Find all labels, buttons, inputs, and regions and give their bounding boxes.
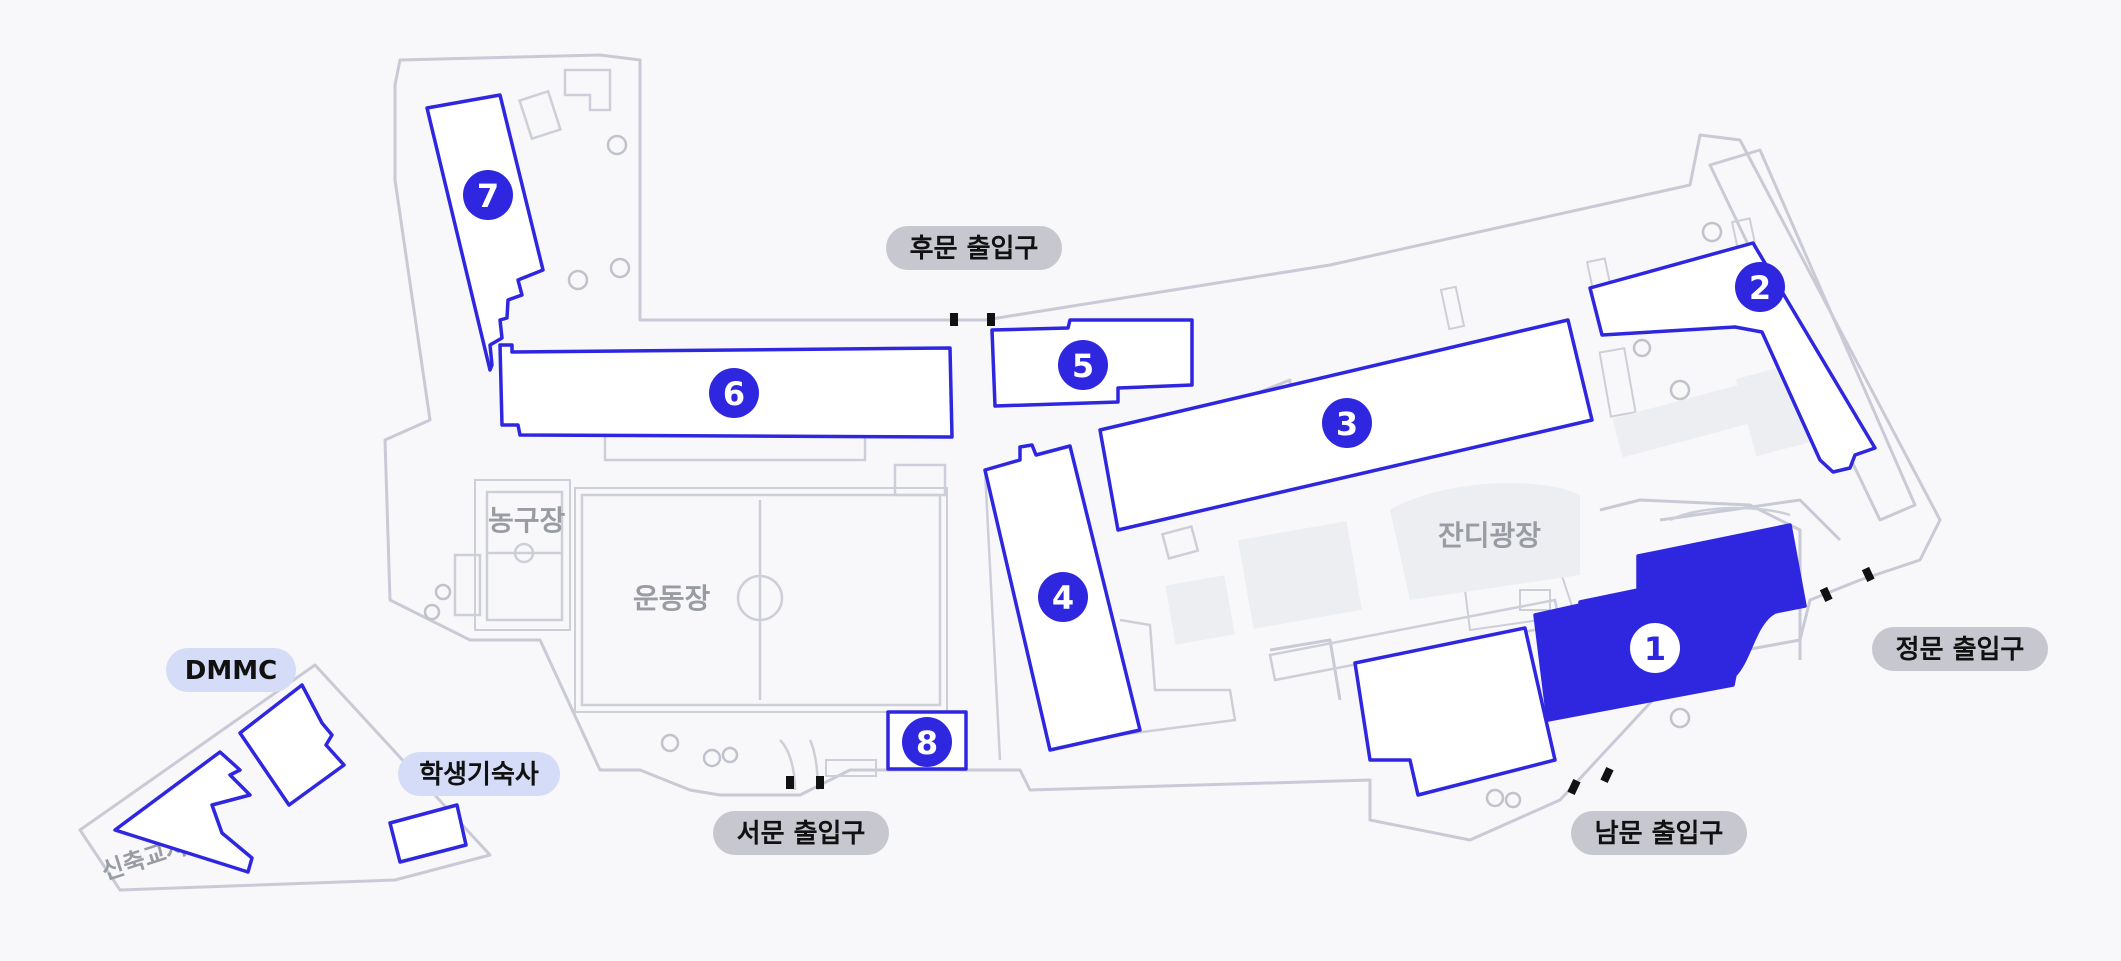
svg-text:정문 출입구: 정문 출입구 <box>1896 635 2025 665</box>
badge-3[interactable]: 3 <box>1322 398 1372 448</box>
number-badges: 7 6 5 4 3 2 8 1 <box>463 170 1785 767</box>
sports-field-label: 운동장 <box>633 582 711 615</box>
field-center-circle <box>736 574 784 622</box>
trees <box>423 134 1723 809</box>
svg-text:후문 출입구: 후문 출입구 <box>910 234 1039 264</box>
lawn-plaza-label: 잔디광장 <box>1438 519 1541 552</box>
svg-text:6: 6 <box>723 375 745 413</box>
entrance-back[interactable]: 후문 출입구 <box>886 226 1062 270</box>
svg-text:남문 출입구: 남문 출입구 <box>1595 819 1724 849</box>
badge-6[interactable]: 6 <box>709 368 759 418</box>
basketball-court-outline <box>485 490 564 622</box>
plaza-blocks <box>1165 363 1815 645</box>
building-7[interactable] <box>425 93 545 372</box>
dorm-label[interactable]: 학생기숙사 <box>398 752 560 796</box>
buildings <box>113 93 1877 874</box>
badge-2[interactable]: 2 <box>1735 262 1785 312</box>
entrance-west[interactable]: 서문 출입구 <box>713 811 889 855</box>
svg-text:학생기숙사: 학생기숙사 <box>419 760 539 790</box>
building-1[interactable] <box>1533 523 1807 722</box>
dmmc-label[interactable]: DMMC <box>166 648 296 692</box>
svg-text:8: 8 <box>916 724 938 762</box>
badge-1[interactable]: 1 <box>1630 623 1680 673</box>
dmmc-building[interactable] <box>238 683 346 807</box>
svg-text:2: 2 <box>1749 269 1771 307</box>
entrance-south[interactable]: 남문 출입구 <box>1571 811 1747 855</box>
svg-text:4: 4 <box>1052 579 1074 617</box>
building-1-annex[interactable] <box>1353 626 1557 797</box>
svg-text:7: 7 <box>477 177 499 215</box>
badge-7[interactable]: 7 <box>463 170 513 220</box>
badge-5[interactable]: 5 <box>1058 340 1108 390</box>
basketball-court-label: 농구장 <box>488 504 566 537</box>
entrance-main[interactable]: 정문 출입구 <box>1872 627 2048 671</box>
svg-text:서문 출입구: 서문 출입구 <box>737 819 866 849</box>
dorm-building[interactable] <box>388 803 468 864</box>
badge-8[interactable]: 8 <box>902 717 952 767</box>
svg-text:3: 3 <box>1336 405 1358 443</box>
svg-text:5: 5 <box>1072 347 1094 385</box>
svg-text:DMMC: DMMC <box>185 656 277 686</box>
new-building-outline[interactable] <box>113 750 254 874</box>
badge-4[interactable]: 4 <box>1038 572 1088 622</box>
svg-text:1: 1 <box>1644 630 1666 668</box>
building-2[interactable] <box>1588 241 1877 474</box>
gate-markers <box>786 313 1875 796</box>
field-outline <box>580 493 942 707</box>
